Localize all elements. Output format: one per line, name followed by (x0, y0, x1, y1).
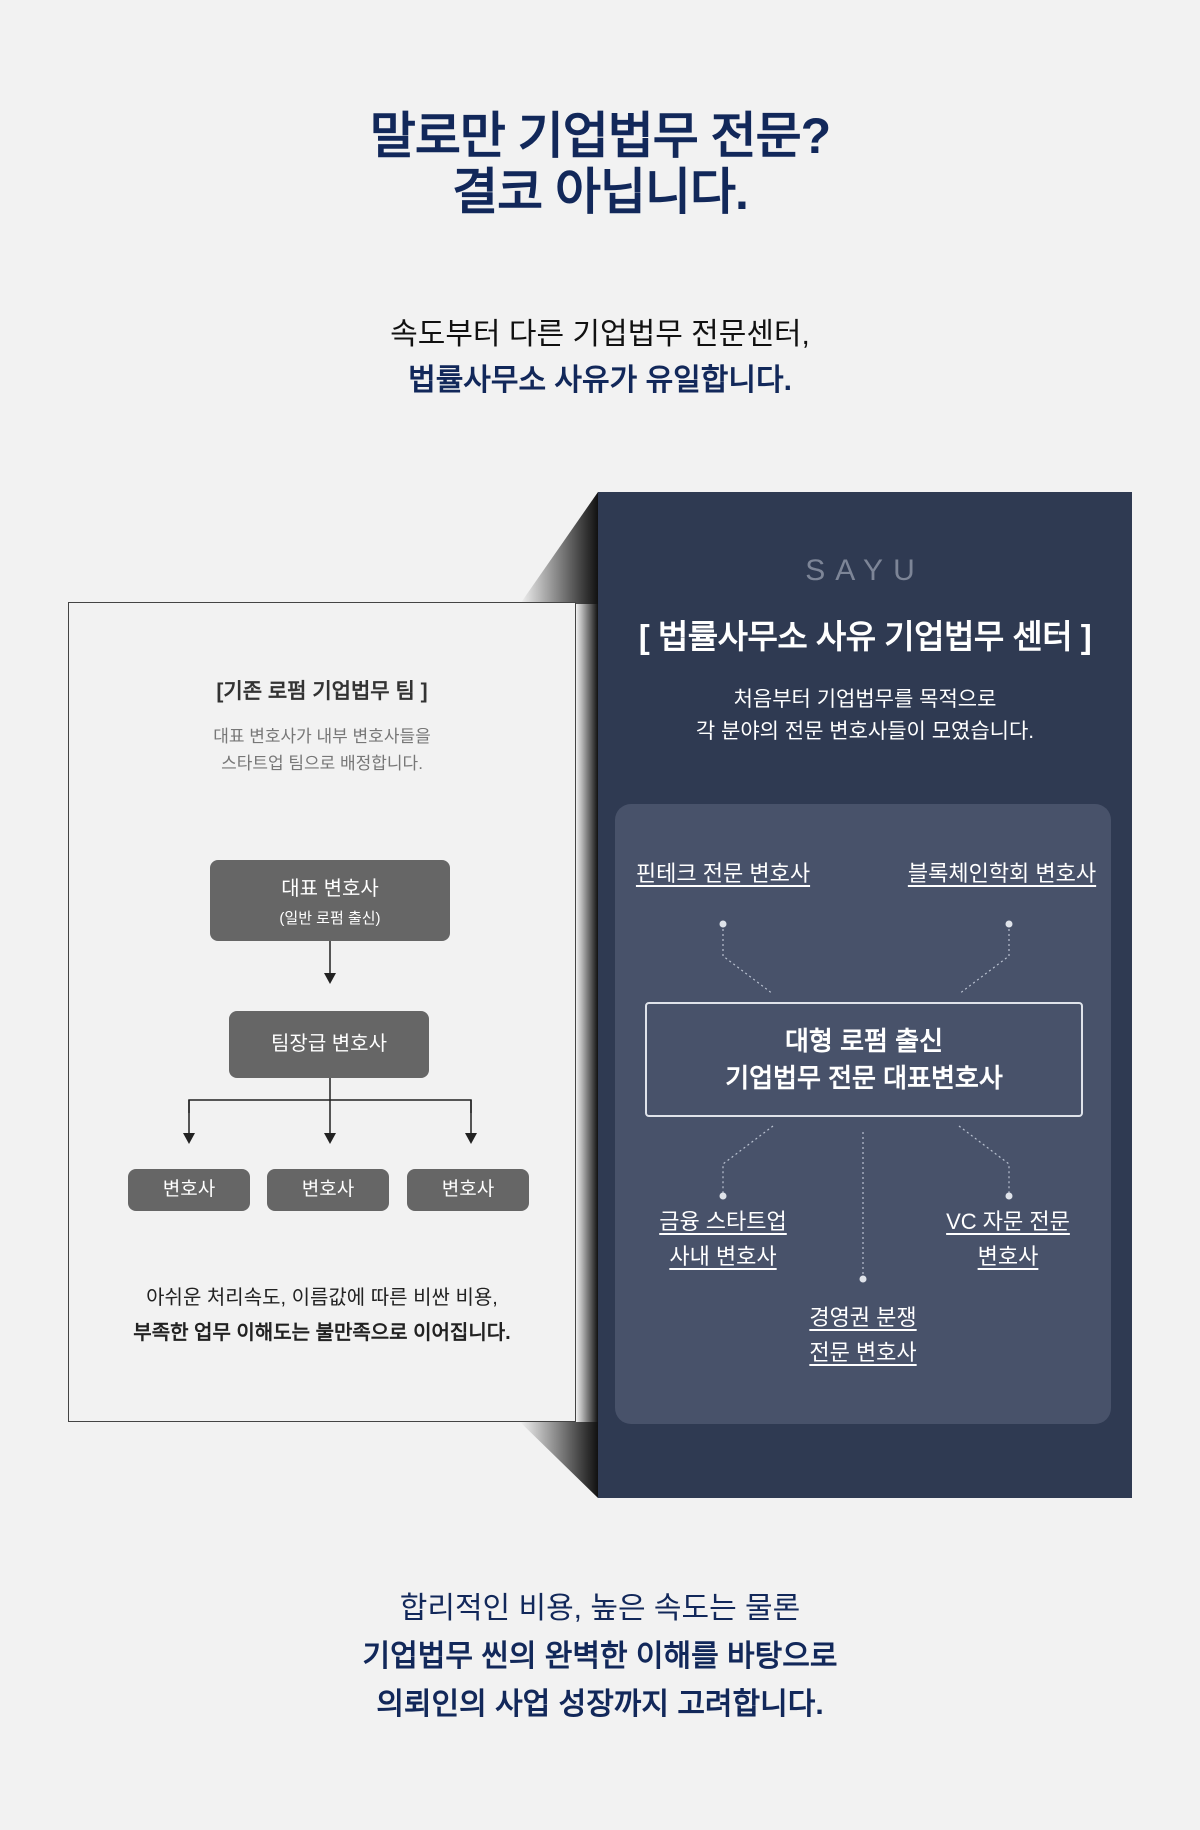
finance-startup-line2: 사내 변호사 (669, 1244, 777, 1269)
existing-firm-conclusion-line2: 부족한 업무 이해도는 불만족으로 이어집니다. (133, 1322, 511, 1344)
vc-line1: VC 자문 전문 (946, 1209, 1070, 1234)
subheadline-line1: 속도부터 다른 기업법무 전문센터, (390, 318, 810, 351)
arrow-down-icon (324, 973, 336, 984)
sayu-logo: SAYU (805, 554, 925, 587)
sayu-center-description: 처음부터 기업법무를 목적으로 각 분야의 전문 변호사들이 모였습니다. (598, 684, 1132, 748)
governance-line2: 전문 변호사 (809, 1340, 917, 1365)
vc-line2: 변호사 (977, 1244, 1039, 1269)
headline: 말로만 기업법무 전문? 결코 아닙니다. (0, 108, 1200, 220)
subheadline-line2: 법률사무소 사유가 유일합니다. (408, 364, 792, 397)
existing-firm-conclusion-line1: 아쉬운 처리속도, 이름값에 따른 비싼 비용, (146, 1287, 498, 1309)
network-connector-lines (719, 920, 1013, 1283)
org-chart-arrows (183, 941, 477, 1144)
sayu-desc-line1: 처음부터 기업법무를 목적으로 (733, 688, 997, 711)
headline-line1: 말로만 기업법무 전문? (369, 108, 831, 164)
ceo-lawyer-title: 대표 변호사 (281, 878, 379, 900)
existing-firm-description: 대표 변호사가 내부 변호사들을 스타트업 팀으로 배정합니다. (69, 723, 575, 777)
existing-firm-desc-line1: 대표 변호사가 내부 변호사들을 (213, 727, 431, 746)
representative-lawyer-line2: 기업법무 전문 대표변호사 (725, 1063, 1003, 1093)
lawyer-box: 변호사 (407, 1169, 529, 1211)
closing-line2: 기업법무 씬의 완벽한 이해를 바탕으로 (362, 1640, 838, 1673)
sayu-center-title: [ 법률사무소 사유 기업법무 센터 ] (638, 618, 1092, 655)
panel-connector-shadow (520, 492, 598, 1498)
blockchain-specialist-label: 블록체인학회 변호사 (907, 861, 1097, 886)
finance-startup-line1: 금융 스타트업 (659, 1209, 787, 1234)
representative-lawyer-line1: 대형 로펌 출신 (785, 1026, 943, 1056)
closing-line3: 의뢰인의 사업 성장까지 고려합니다. (376, 1688, 824, 1721)
lawyer-box: 변호사 (267, 1169, 389, 1211)
governance-line1: 경영권 분쟁 (809, 1305, 917, 1330)
closing-line1: 합리적인 비용, 높은 속도는 물론 (399, 1592, 801, 1625)
existing-firm-conclusion: 아쉬운 처리속도, 이름값에 따른 비싼 비용, 부족한 업무 이해도는 불만족… (69, 1281, 575, 1351)
closing-statement: 합리적인 비용, 높은 속도는 물론 기업법무 씬의 완벽한 이해를 바탕으로 … (0, 1585, 1200, 1729)
ceo-lawyer-sub: (일반 로펌 출신) (279, 910, 381, 927)
sayu-desc-line2: 각 분야의 전문 변호사들이 모였습니다. (695, 720, 1035, 743)
existing-firm-title: [기존 로펌 기업법무 팀 ] (216, 680, 428, 703)
headline-line2: 결코 아닙니다. (452, 164, 749, 220)
finance-startup-specialist-label: 금융 스타트업 사내 변호사 (633, 1204, 813, 1274)
ceo-lawyer-box: 대표 변호사 (일반 로펌 출신) (210, 860, 450, 941)
existing-firm-panel: [기존 로펌 기업법무 팀 ] 대표 변호사가 내부 변호사들을 스타트업 팀으… (68, 602, 576, 1422)
team-lead-lawyer-box: 팀장급 변호사 (229, 1011, 429, 1078)
fintech-specialist-label: 핀테크 전문 변호사 (635, 861, 811, 886)
vc-specialist-label: VC 자문 전문 변호사 (913, 1204, 1103, 1274)
lawyer-box: 변호사 (128, 1169, 250, 1211)
arrow-down-icon (465, 1133, 477, 1144)
sayu-center-panel: SAYU [ 법률사무소 사유 기업법무 센터 ] 처음부터 기업법무를 목적으… (598, 492, 1132, 1498)
subheadline: 속도부터 다른 기업법무 전문센터, 법률사무소 사유가 유일합니다. (0, 312, 1200, 404)
governance-dispute-specialist-label: 경영권 분쟁 전문 변호사 (763, 1300, 963, 1370)
arrow-down-icon (324, 1133, 336, 1144)
specialist-network-card: 핀테크 전문 변호사 블록체인학회 변호사 대형 로펌 출신 기업법무 전문 대… (615, 804, 1111, 1424)
arrow-down-icon (183, 1133, 195, 1144)
existing-firm-desc-line2: 스타트업 팀으로 배정합니다. (221, 754, 423, 773)
representative-lawyer-box: 대형 로펌 출신 기업법무 전문 대표변호사 (645, 1002, 1083, 1117)
